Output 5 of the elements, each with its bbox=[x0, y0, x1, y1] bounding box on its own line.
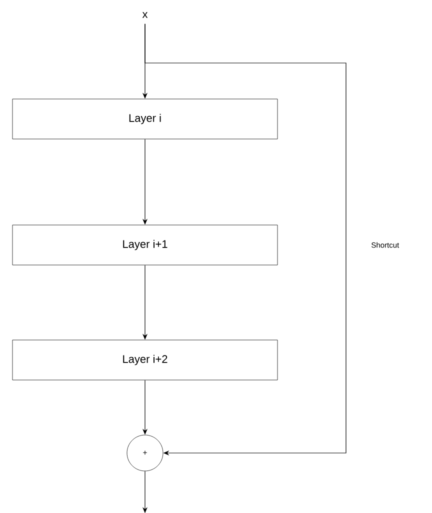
layer-box: Layer i+1 bbox=[12, 224, 278, 266]
input-label: x bbox=[142, 12, 148, 18]
shortcut-arrow bbox=[144, 24, 346, 456]
layer-box: Layer i bbox=[12, 98, 278, 140]
layer-box: Layer i+2 bbox=[12, 340, 278, 380]
